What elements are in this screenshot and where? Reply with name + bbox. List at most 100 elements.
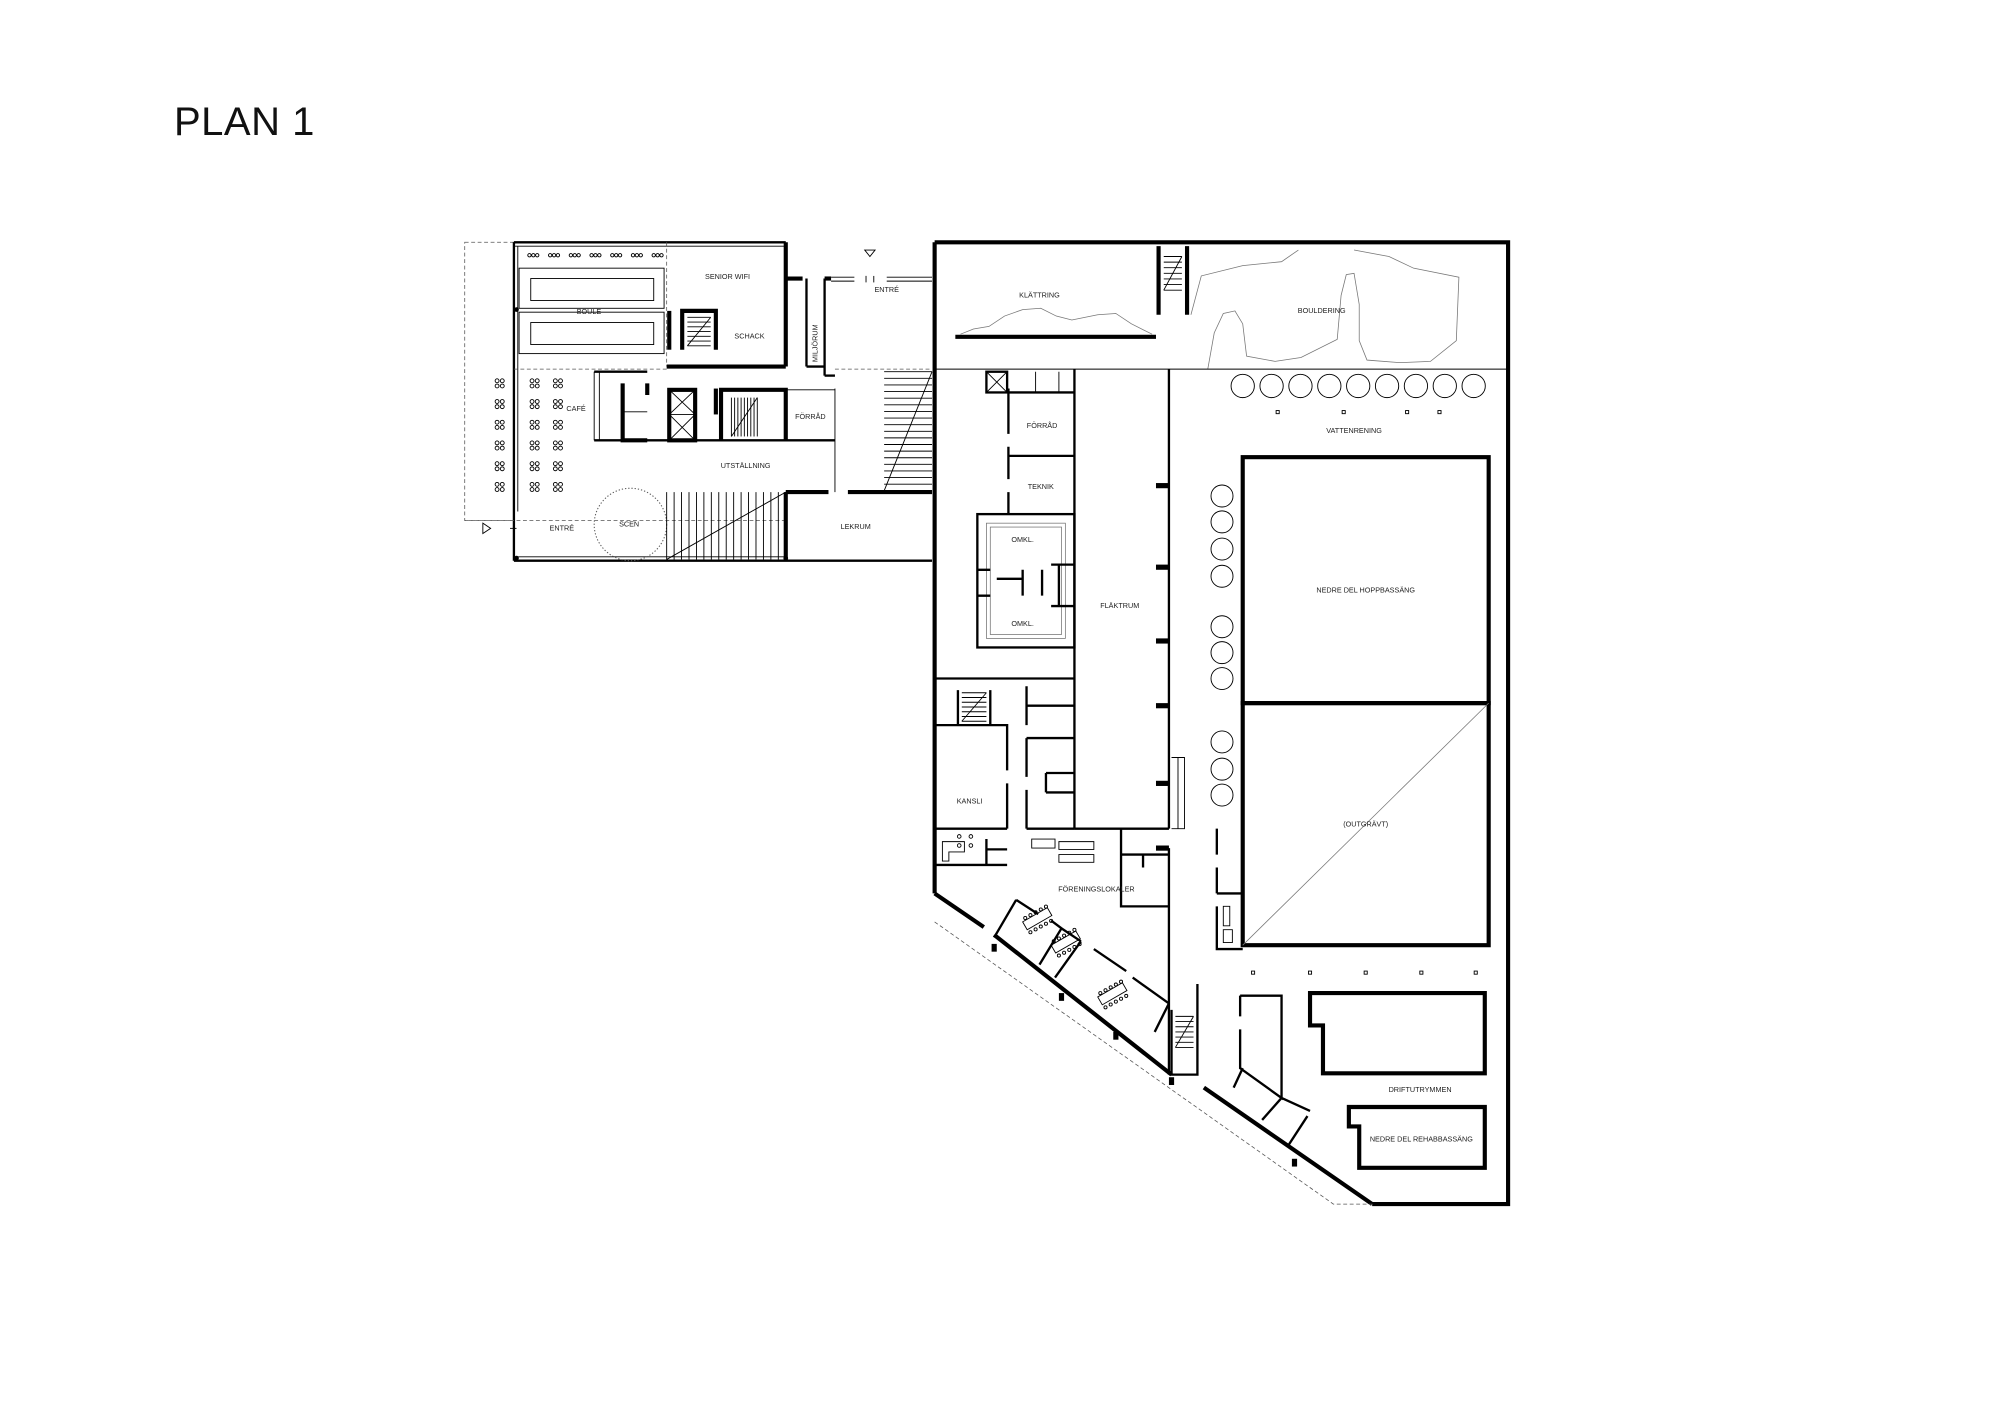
chair	[558, 424, 563, 430]
meeting-table	[1050, 930, 1081, 954]
chair	[529, 445, 535, 451]
chair	[1028, 930, 1033, 935]
chair	[552, 424, 558, 430]
seat	[597, 253, 602, 258]
filter-tanks	[1230, 373, 1486, 415]
chair	[968, 834, 974, 839]
filter-tank	[1210, 757, 1234, 781]
room-label-outgravt: (OUTGRÄVT)	[1343, 820, 1388, 829]
chair	[494, 481, 500, 487]
boule-lanes	[514, 267, 665, 355]
chair	[534, 424, 540, 430]
column	[1308, 970, 1313, 975]
chair	[499, 481, 505, 487]
chair	[499, 487, 505, 492]
wall-stub	[1155, 703, 1169, 709]
changing-rooms	[976, 512, 1076, 649]
room-labels: BOULE SENIOR WIFI SCHACK MILJÖRUM ENTRÉ …	[550, 272, 1474, 1143]
chair	[552, 466, 558, 472]
meeting-table	[1097, 982, 1128, 1006]
chair	[552, 383, 558, 389]
chair	[1062, 950, 1067, 955]
chair	[534, 461, 540, 467]
chair	[529, 378, 535, 384]
chair	[558, 466, 563, 472]
chair	[1108, 1002, 1113, 1007]
stair-line	[1175, 1016, 1194, 1048]
chair	[494, 404, 500, 410]
chair	[558, 487, 563, 492]
chair	[1028, 913, 1033, 918]
chair	[534, 466, 540, 472]
terrace-outline	[464, 241, 515, 521]
column	[1363, 970, 1368, 975]
stair-line	[666, 491, 786, 560]
facade-post	[1168, 1077, 1175, 1085]
chair	[558, 419, 563, 425]
chair	[1098, 991, 1103, 996]
stair-line	[883, 371, 933, 491]
column	[1251, 970, 1256, 975]
chair	[499, 383, 505, 389]
chair	[1072, 927, 1077, 932]
chair	[552, 481, 558, 487]
diving-pool	[1240, 455, 1491, 706]
seat	[593, 253, 598, 258]
chair	[552, 404, 558, 410]
chair	[534, 487, 540, 492]
chair	[1067, 930, 1072, 935]
room-label-utstallning: UTSTÄLLNING	[721, 461, 771, 470]
cafe-seating	[494, 378, 563, 492]
room-label-flaktrum: FLÄKTRUM	[1100, 601, 1139, 610]
seat	[568, 253, 574, 258]
chair	[552, 487, 558, 492]
filter-tank	[1210, 730, 1234, 754]
filter-tank	[1210, 510, 1234, 534]
exterior-wall	[934, 240, 1511, 1207]
room-label-senior-wifi: SENIOR WIFI	[705, 272, 750, 281]
rehab-pool	[1346, 1104, 1487, 1170]
column	[1437, 410, 1442, 415]
room-label-driftutrymmen: DRIFTUTRYMMEN	[1389, 1085, 1452, 1094]
seat	[576, 253, 581, 258]
chair	[1033, 910, 1038, 915]
chair	[1108, 985, 1113, 990]
filter-tank	[1259, 373, 1284, 399]
main-stair-icon	[666, 491, 787, 560]
right-wing	[932, 240, 1511, 1207]
seat	[634, 253, 640, 258]
room-label-forrad-2: FÖRRÅD	[1027, 421, 1058, 430]
excavated-area	[1240, 701, 1491, 948]
wall-stub	[1155, 638, 1169, 644]
chair	[552, 419, 558, 425]
chair	[534, 404, 540, 410]
column	[1473, 970, 1478, 975]
chair	[1051, 939, 1056, 944]
seat	[655, 253, 660, 258]
chair	[552, 399, 558, 404]
room-label-schack: SCHACK	[734, 332, 764, 341]
chair	[1038, 924, 1043, 929]
seat	[614, 253, 619, 258]
meeting-table	[1022, 907, 1053, 931]
filter-tank	[1210, 484, 1234, 508]
room-label-foreningslokaler: FÖRENINGSLOKALER	[1058, 884, 1134, 893]
chair	[1113, 999, 1118, 1004]
elevator-icon	[985, 370, 1009, 394]
stair-icon	[883, 371, 933, 492]
chair	[499, 440, 505, 446]
chair	[558, 445, 563, 451]
room-label-scen: SCEN	[619, 519, 639, 528]
room-label-forrad: FÖRRÅD	[795, 412, 826, 421]
room-label-rehabbassang: NEDRE DEL REHABBASSÄNG	[1370, 1134, 1473, 1143]
seat	[551, 253, 557, 258]
chair	[494, 487, 500, 492]
chair	[558, 404, 563, 410]
chair	[558, 461, 563, 467]
filter-tank	[1346, 373, 1371, 399]
chair	[499, 461, 505, 467]
chair	[1056, 953, 1061, 958]
chair	[1103, 1005, 1108, 1010]
chair	[552, 461, 558, 467]
chair	[534, 445, 540, 451]
